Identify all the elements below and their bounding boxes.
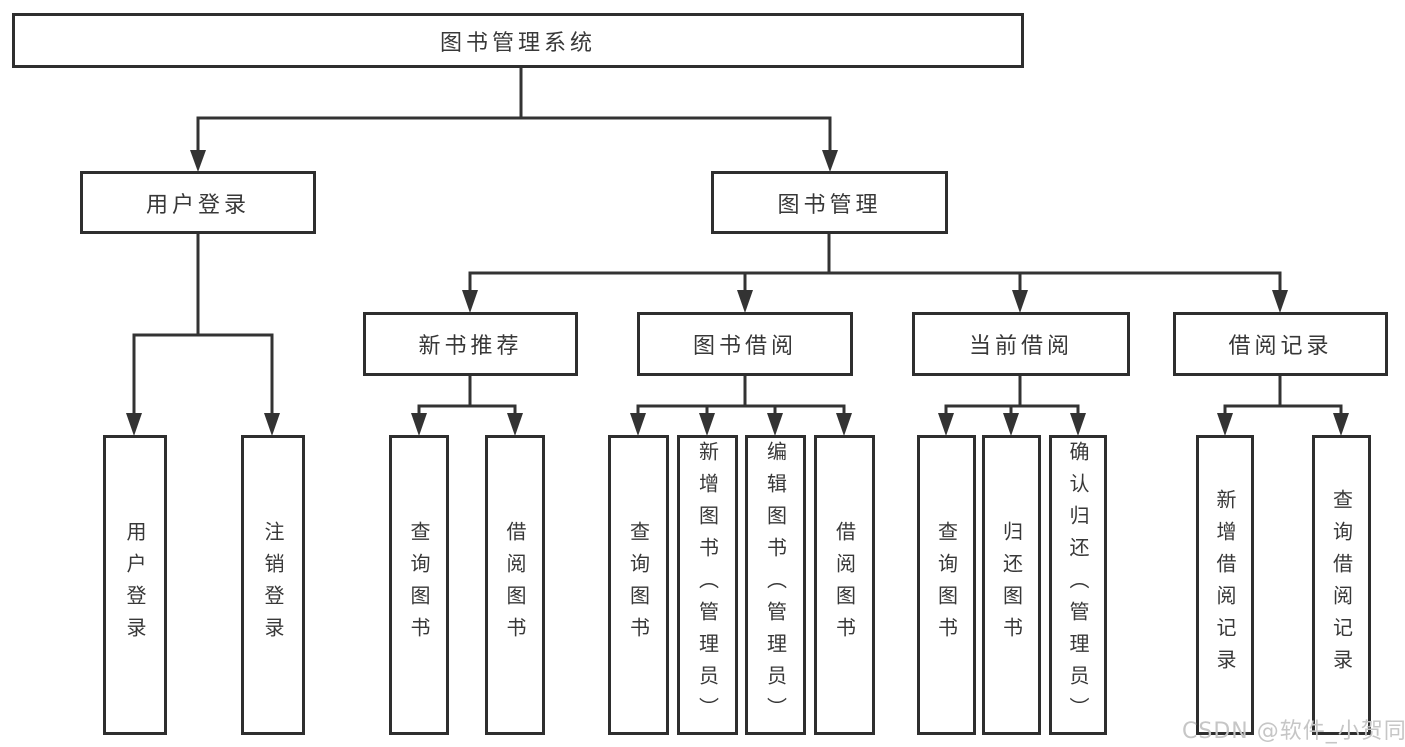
leaf-edit-books-admin-label: 编辑图书（管理员） xyxy=(763,441,788,729)
node-book-borrow: 图书借阅 xyxy=(637,312,853,376)
leaf-logout-login: 注销登录 xyxy=(241,435,305,735)
leaf-add-borrow-record: 新增借阅记录 xyxy=(1196,435,1254,735)
leaf-newbook-query-books: 查询图书 xyxy=(389,435,449,735)
leaf-borrow-query-books-label: 查询图书 xyxy=(626,521,651,649)
leaf-current-query-books: 查询图书 xyxy=(917,435,976,735)
leaf-add-borrow-record-label: 新增借阅记录 xyxy=(1213,489,1237,681)
node-new-book-recommend: 新书推荐 xyxy=(363,312,578,376)
node-root-system: 图书管理系统 xyxy=(12,13,1024,68)
csdn-watermark: CSDN @软件_小贺同学 xyxy=(1182,719,1405,744)
leaf-newbook-borrow-books: 借阅图书 xyxy=(485,435,545,735)
node-root-system-label: 图书管理系统 xyxy=(439,30,596,56)
leaf-borrow-books-label: 借阅图书 xyxy=(832,521,857,649)
leaf-query-borrow-record-label: 查询借阅记录 xyxy=(1329,489,1354,681)
leaf-confirm-return-admin: 确认归还（管理员） xyxy=(1049,435,1107,735)
node-new-book-recommend-label: 新书推荐 xyxy=(418,334,523,359)
leaf-return-books: 归还图书 xyxy=(982,435,1041,735)
node-book-management-label: 图书管理 xyxy=(777,192,882,218)
leaf-newbook-query-books-label: 查询图书 xyxy=(407,521,431,649)
leaf-edit-books-admin: 编辑图书（管理员） xyxy=(745,435,806,735)
node-user-login: 用户登录 xyxy=(80,171,316,234)
node-book-management: 图书管理 xyxy=(711,171,948,234)
leaf-user-login-label: 用户登录 xyxy=(123,521,147,649)
leaf-borrow-query-books: 查询图书 xyxy=(608,435,669,735)
leaf-logout-login-label: 注销登录 xyxy=(261,521,285,649)
leaf-user-login: 用户登录 xyxy=(103,435,167,735)
leaf-newbook-borrow-books-label: 借阅图书 xyxy=(503,521,527,649)
node-borrow-records: 借阅记录 xyxy=(1173,312,1388,376)
leaf-return-books-label: 归还图书 xyxy=(999,521,1024,649)
leaf-borrow-books: 借阅图书 xyxy=(814,435,875,735)
node-current-borrow: 当前借阅 xyxy=(912,312,1130,376)
node-borrow-records-label: 借阅记录 xyxy=(1228,334,1333,359)
leaf-current-query-books-label: 查询图书 xyxy=(934,521,959,649)
leaf-add-books-admin: 新增图书（管理员） xyxy=(677,435,738,735)
leaf-confirm-return-admin-label: 确认归还（管理员） xyxy=(1066,441,1090,729)
leaf-add-books-admin-label: 新增图书（管理员） xyxy=(695,441,720,729)
node-user-login-label: 用户登录 xyxy=(145,192,250,218)
leaf-query-borrow-record: 查询借阅记录 xyxy=(1312,435,1371,735)
node-current-borrow-label: 当前借阅 xyxy=(968,334,1073,359)
node-book-borrow-label: 图书借阅 xyxy=(692,334,797,359)
